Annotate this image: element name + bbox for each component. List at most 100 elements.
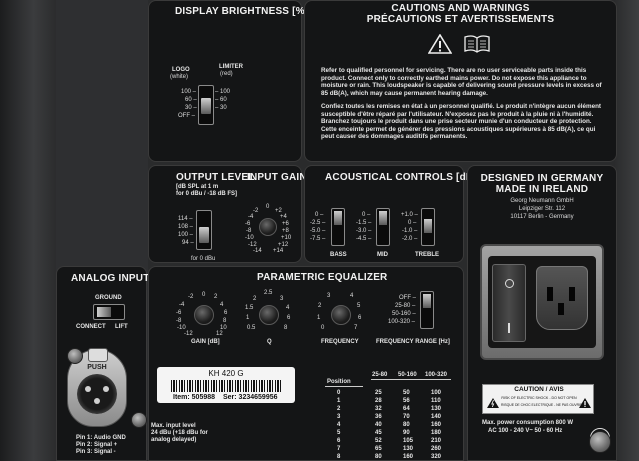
gain-tick-m12: -12 bbox=[248, 242, 257, 248]
cautions-panel: CAUTIONS AND WARNINGS PRÉCAUTIONS ET AVE… bbox=[304, 0, 617, 162]
eq-gain-knob[interactable] bbox=[194, 305, 214, 325]
ground-lift-switch[interactable] bbox=[93, 304, 125, 320]
treble-scale-m1: -1.0 – bbox=[402, 228, 418, 234]
gain-tick-0: 0 bbox=[266, 204, 270, 210]
gain-tick-p6: +6 bbox=[282, 221, 289, 227]
table-cell: 160 bbox=[431, 422, 442, 428]
eq-frequency-label: FREQUENCY bbox=[321, 339, 359, 345]
logo-label: LOGO bbox=[172, 67, 190, 73]
ground-label: GROUND bbox=[95, 295, 122, 301]
limiter-label: LIMITER bbox=[219, 64, 243, 70]
eq-gain-tick-0: 0 bbox=[202, 292, 206, 298]
hot-surface-icon bbox=[578, 394, 592, 408]
frequency-range-switch[interactable] bbox=[420, 291, 434, 329]
serial-label: KH 420 G Item: 505988 Ser: 3234659956 bbox=[157, 367, 295, 403]
model-number: KH 420 G bbox=[208, 369, 244, 378]
mid-scale-1-5: -1.5 – bbox=[356, 220, 372, 226]
caution-label: CAUTION / AVIS RISK OF ELECTRIC SHOCK - … bbox=[482, 384, 594, 414]
table-row-position: 6 bbox=[337, 438, 341, 444]
lift-label: LIFT bbox=[115, 324, 128, 330]
table-cell: 80 bbox=[375, 454, 382, 460]
table-row-position: 5 bbox=[337, 430, 341, 436]
xlr-socket-face bbox=[77, 374, 117, 414]
pin-1-label: Pin 1: Audio GND bbox=[76, 435, 126, 441]
logo-scale-off: OFF – bbox=[178, 113, 196, 119]
analog-input-panel: ANALOG INPUT GROUND CONNECT LIFT PUSH Pi… bbox=[56, 266, 149, 461]
gain-tick-m4: -4 bbox=[248, 214, 254, 220]
table-cell: 160 bbox=[403, 454, 414, 460]
table-row-position: 4 bbox=[337, 422, 341, 428]
xlr-push-latch[interactable] bbox=[88, 348, 108, 362]
gain-tick-p2: +2 bbox=[275, 208, 282, 214]
connect-label: CONNECT bbox=[76, 324, 106, 330]
limiter-sublabel: (red) bbox=[220, 71, 233, 77]
push-label: PUSH bbox=[87, 364, 107, 371]
input-gain-knob[interactable] bbox=[259, 218, 277, 236]
table-row-position: 1 bbox=[337, 398, 341, 404]
treble-scale-0: 0 – bbox=[408, 220, 417, 226]
eq-gain-tick-4: 4 bbox=[220, 302, 224, 308]
max-input-level-2: 24 dBu (+18 dBu for bbox=[151, 430, 208, 436]
bass-scale-2-5: -2.5 – bbox=[310, 220, 326, 226]
eq-q-knob[interactable] bbox=[259, 305, 279, 325]
output-scale-94: 94 – bbox=[182, 240, 194, 246]
gain-tick-p10: +10 bbox=[281, 235, 292, 241]
eq-q-tick-2-5: 2.5 bbox=[264, 290, 273, 296]
logo-scale-100: 100 – bbox=[181, 89, 197, 95]
limiter-scale-60: – 60 bbox=[215, 97, 227, 103]
table-header-100-320: 100-320 bbox=[425, 372, 448, 378]
output-level-footer: for 0 dBu bbox=[191, 256, 216, 262]
limiter-scale-100: – 100 bbox=[215, 89, 231, 95]
gain-tick-m2: -2 bbox=[253, 208, 259, 214]
caution-line-fr: RISQUE DE CHOC ELECTRIQUE - NE PAS OUVRI… bbox=[501, 403, 583, 407]
table-cell: 56 bbox=[403, 398, 410, 404]
power-off-icon bbox=[505, 279, 514, 288]
output-level-subtitle-1: [dB SPL at 1 m bbox=[176, 184, 219, 190]
mid-switch[interactable] bbox=[376, 208, 390, 246]
table-cell: 105 bbox=[403, 438, 414, 444]
parametric-eq-panel: PARAMETRIC EQUALIZER -2 0 2 -4 4 -6 6 -8… bbox=[148, 266, 464, 461]
treble-switch[interactable] bbox=[421, 208, 435, 246]
table-header-25-80: 25-80 bbox=[372, 372, 388, 378]
table-cell: 25 bbox=[375, 390, 382, 396]
table-header-50-160: 50-160 bbox=[398, 372, 417, 378]
ac-rating: AC 100 - 240 V~ 50 - 60 Hz bbox=[488, 428, 563, 434]
screw-right bbox=[589, 431, 611, 453]
eq-q-tick-2: 2 bbox=[253, 296, 257, 302]
barcode bbox=[171, 380, 281, 392]
brightness-title: DISPLAY BRIGHTNESS [%] bbox=[175, 6, 309, 17]
eq-gain-label: GAIN [dB] bbox=[191, 339, 220, 345]
table-cell: 45 bbox=[375, 430, 382, 436]
brightness-slider-switch[interactable] bbox=[198, 85, 214, 125]
gain-tick-m6: -6 bbox=[245, 221, 251, 227]
power-switch[interactable] bbox=[492, 264, 526, 342]
table-cell: 130 bbox=[431, 406, 442, 412]
eq-q-tick-8: 8 bbox=[284, 325, 288, 331]
display-brightness-panel: DISPLAY BRIGHTNESS [%] LOGO (white) LIMI… bbox=[148, 0, 308, 162]
power-panel: DESIGNED IN GERMANY MADE IN IRELAND Geor… bbox=[467, 165, 617, 461]
table-cell: 52 bbox=[375, 438, 382, 444]
table-cell: 40 bbox=[375, 422, 382, 428]
bass-switch[interactable] bbox=[331, 208, 345, 246]
pin-3-label: Pin 3: Signal - bbox=[76, 449, 116, 455]
bass-label: BASS bbox=[330, 252, 347, 258]
caution-text-english: Refer to qualified personnel for servici… bbox=[321, 67, 602, 97]
eq-freq-tick-2: 2 bbox=[318, 303, 322, 309]
range-scale-100-320: 100-320 – bbox=[388, 319, 416, 325]
screw-left bbox=[67, 348, 83, 364]
gain-tick-p4: +4 bbox=[280, 214, 287, 220]
output-level-switch[interactable] bbox=[196, 210, 212, 250]
xlr-input-connector[interactable]: PUSH bbox=[67, 348, 127, 427]
table-cell: 110 bbox=[431, 398, 441, 404]
iec-socket bbox=[536, 266, 588, 330]
table-cell: 70 bbox=[403, 414, 410, 420]
eq-frequency-knob[interactable] bbox=[331, 305, 351, 325]
table-cell: 80 bbox=[403, 422, 410, 428]
mains-inlet bbox=[480, 244, 604, 360]
eq-freq-tick-1: 1 bbox=[317, 315, 321, 321]
open-book-icon bbox=[464, 35, 490, 53]
designed-in-label: DESIGNED IN GERMANY bbox=[480, 173, 604, 184]
range-scale-off: OFF – bbox=[399, 295, 417, 301]
